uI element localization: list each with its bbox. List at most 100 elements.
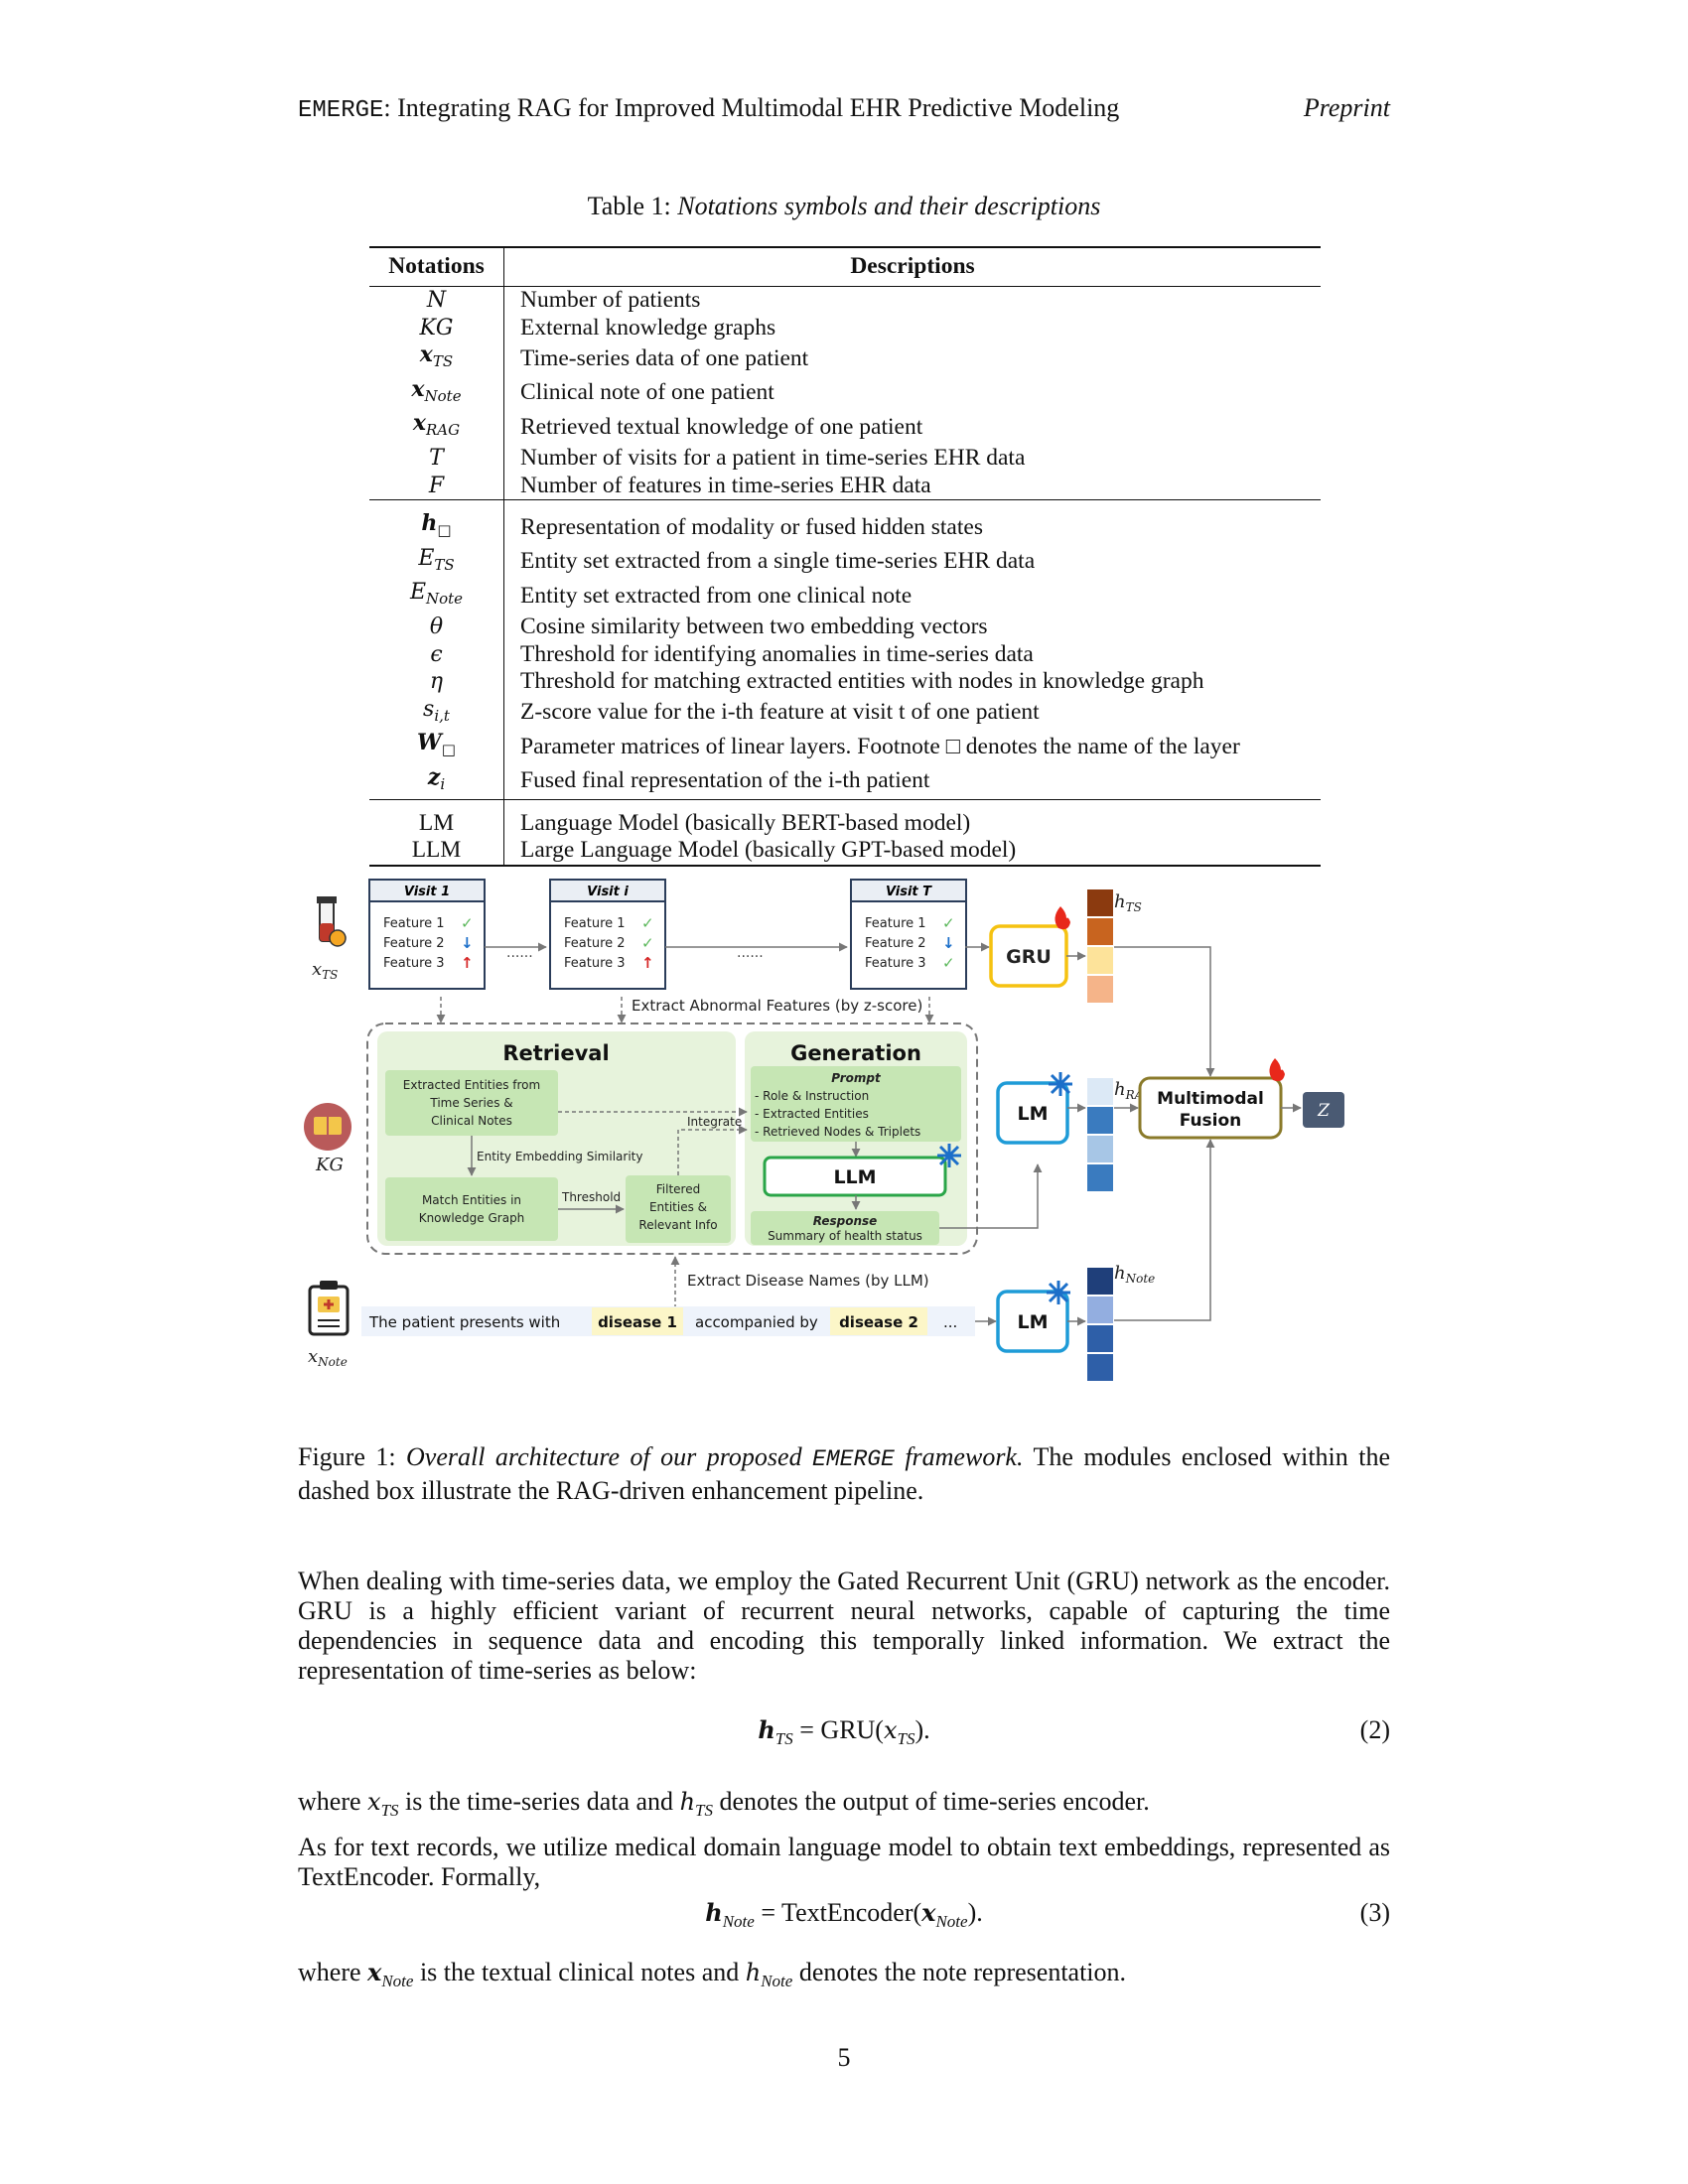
arrow-integrate (677, 1125, 748, 1175)
hts-bar (1087, 889, 1113, 916)
lm-rag-label: LM (1017, 1103, 1048, 1125)
response-box (751, 1211, 939, 1245)
check-icon: ✓ (461, 914, 474, 932)
hrag-bar (1087, 1136, 1113, 1162)
notation-symbol: KG (369, 314, 504, 342)
visit-title: Visit 1 (404, 885, 450, 899)
disease1-highlight (592, 1307, 683, 1335)
p4-x-sub: Note (381, 1972, 414, 1990)
hrag-bar (1087, 1078, 1113, 1105)
kg-label: KG (315, 1155, 344, 1175)
extract-disease-label: Extract Disease Names (by LLM) (687, 1272, 929, 1290)
test-tube-icon (317, 896, 347, 947)
eq3-number: (3) (1359, 1898, 1390, 1927)
col-header-notations: Notations (369, 246, 504, 287)
hrag-bar (1087, 1107, 1113, 1134)
p2-a: where (298, 1787, 368, 1816)
notation-description: Language Model (basically BERT-based mod… (520, 809, 971, 836)
symbol-main: LLM (411, 837, 462, 864)
prompt-item-2: - Extracted Entities (755, 1107, 869, 1121)
clipboard-icon (308, 1281, 350, 1336)
eq3-arg: x (921, 1898, 936, 1927)
symbol-main: x (419, 341, 433, 368)
notation-symbol: si,t (369, 695, 504, 731)
feature-label: Feature 1 (865, 916, 926, 931)
eq2-lhs-sub: TS (774, 1729, 793, 1748)
notation-symbol: θ (369, 613, 504, 641)
paragraph-where-ts: where xTS is the time-series data and hT… (298, 1787, 1390, 1826)
paragraph-where-note: where xNote is the textual clinical note… (298, 1958, 1390, 1996)
lm-rag-box (996, 1081, 1069, 1145)
x-note-label: xNote (308, 1346, 348, 1369)
snowflake-icon (1049, 1072, 1072, 1096)
notation-symbol: LLM (369, 837, 504, 867)
disease2-label: disease 2 (839, 1313, 918, 1331)
note-text-2: accompanied by (695, 1313, 818, 1331)
llm-label: LLM (833, 1166, 876, 1188)
notation-symbol: xTS (369, 341, 504, 376)
table-caption-label: Table 1: (587, 192, 678, 220)
generation-title: Generation (790, 1041, 921, 1065)
arrow-response-lm (939, 1163, 1043, 1229)
col-header-descriptions: Descriptions (503, 246, 1321, 287)
notation-symbol: h□ (369, 510, 504, 545)
symbol-main: LM (418, 809, 455, 836)
arrow-up-icon: ↑ (461, 954, 474, 972)
h-note-label: hNote (1114, 1263, 1155, 1286)
disease2-highlight (830, 1307, 927, 1335)
entity-embedding-label: Entity Embedding Similarity (477, 1150, 642, 1163)
symbol-main: E (409, 580, 426, 606)
snowflake-icon (937, 1144, 961, 1167)
match-entities-l2: Knowledge Graph (419, 1211, 525, 1225)
notation-description: External knowledge graphs (520, 314, 776, 341)
arrow-down-icon: ↓ (942, 934, 955, 952)
table-caption-text: Notations symbols and their descriptions (677, 192, 1101, 220)
notation-description: Representation of modality or fused hidd… (520, 513, 983, 540)
symbol-main: KG (419, 315, 454, 341)
eq2-arg: x (883, 1716, 898, 1744)
notation-symbol: N (369, 286, 504, 315)
eq2-arg-sub: TS (897, 1729, 915, 1748)
figure-caption: Figure 1: Overall architecture of our pr… (298, 1441, 1390, 1506)
notation-symbol: xRAG (369, 410, 504, 445)
check-icon: ✓ (942, 954, 955, 972)
symbol-main: x (411, 375, 425, 402)
table-caption: Table 1: Notations symbols and their des… (0, 192, 1688, 221)
feature-label: Feature 2 (564, 936, 626, 951)
eq2-rhs: = GRU( (792, 1715, 884, 1744)
note-ellipsis: ... (943, 1313, 957, 1331)
eq3-arg-sub: Note (935, 1912, 968, 1931)
symbol-subscript: i (440, 774, 446, 793)
paragraph-gru: When dealing with time-series data, we e… (298, 1567, 1390, 1685)
fusion-label-1: Multimodal (1157, 1089, 1264, 1109)
p4-h-sub: Note (761, 1972, 793, 1990)
z-box (1303, 1092, 1344, 1128)
filtered-l1: Filtered (656, 1182, 700, 1196)
p4-h: h (745, 1959, 762, 1986)
filtered-l2: Entities & (649, 1200, 707, 1214)
extract-abnormal-label: Extract Abnormal Features (by z-score) (632, 997, 922, 1015)
hnote-bar (1087, 1354, 1113, 1381)
figure-caption-rest: The modules enclosed within the dashed b… (298, 1442, 1390, 1505)
p4-c: denotes the note representation. (792, 1958, 1127, 1986)
eq2-number: (2) (1359, 1715, 1390, 1744)
figure-caption-label: Figure 1: (298, 1442, 407, 1471)
symbol-subscript: Note (424, 386, 462, 405)
eq2-lhs: h (758, 1715, 775, 1744)
filtered-l3: Relevant Info (638, 1218, 717, 1232)
visit-title: Visit i (587, 885, 629, 899)
integrate-label: Integrate (687, 1115, 742, 1129)
symbol-subscript: □ (441, 741, 456, 759)
hts-bar (1087, 918, 1113, 945)
notation-description: Entity set extracted from a single time-… (520, 548, 1036, 575)
symbol-subscript: i,t (434, 706, 450, 725)
rag-dashed-box (366, 1023, 978, 1255)
symbol-main: W (417, 730, 442, 756)
